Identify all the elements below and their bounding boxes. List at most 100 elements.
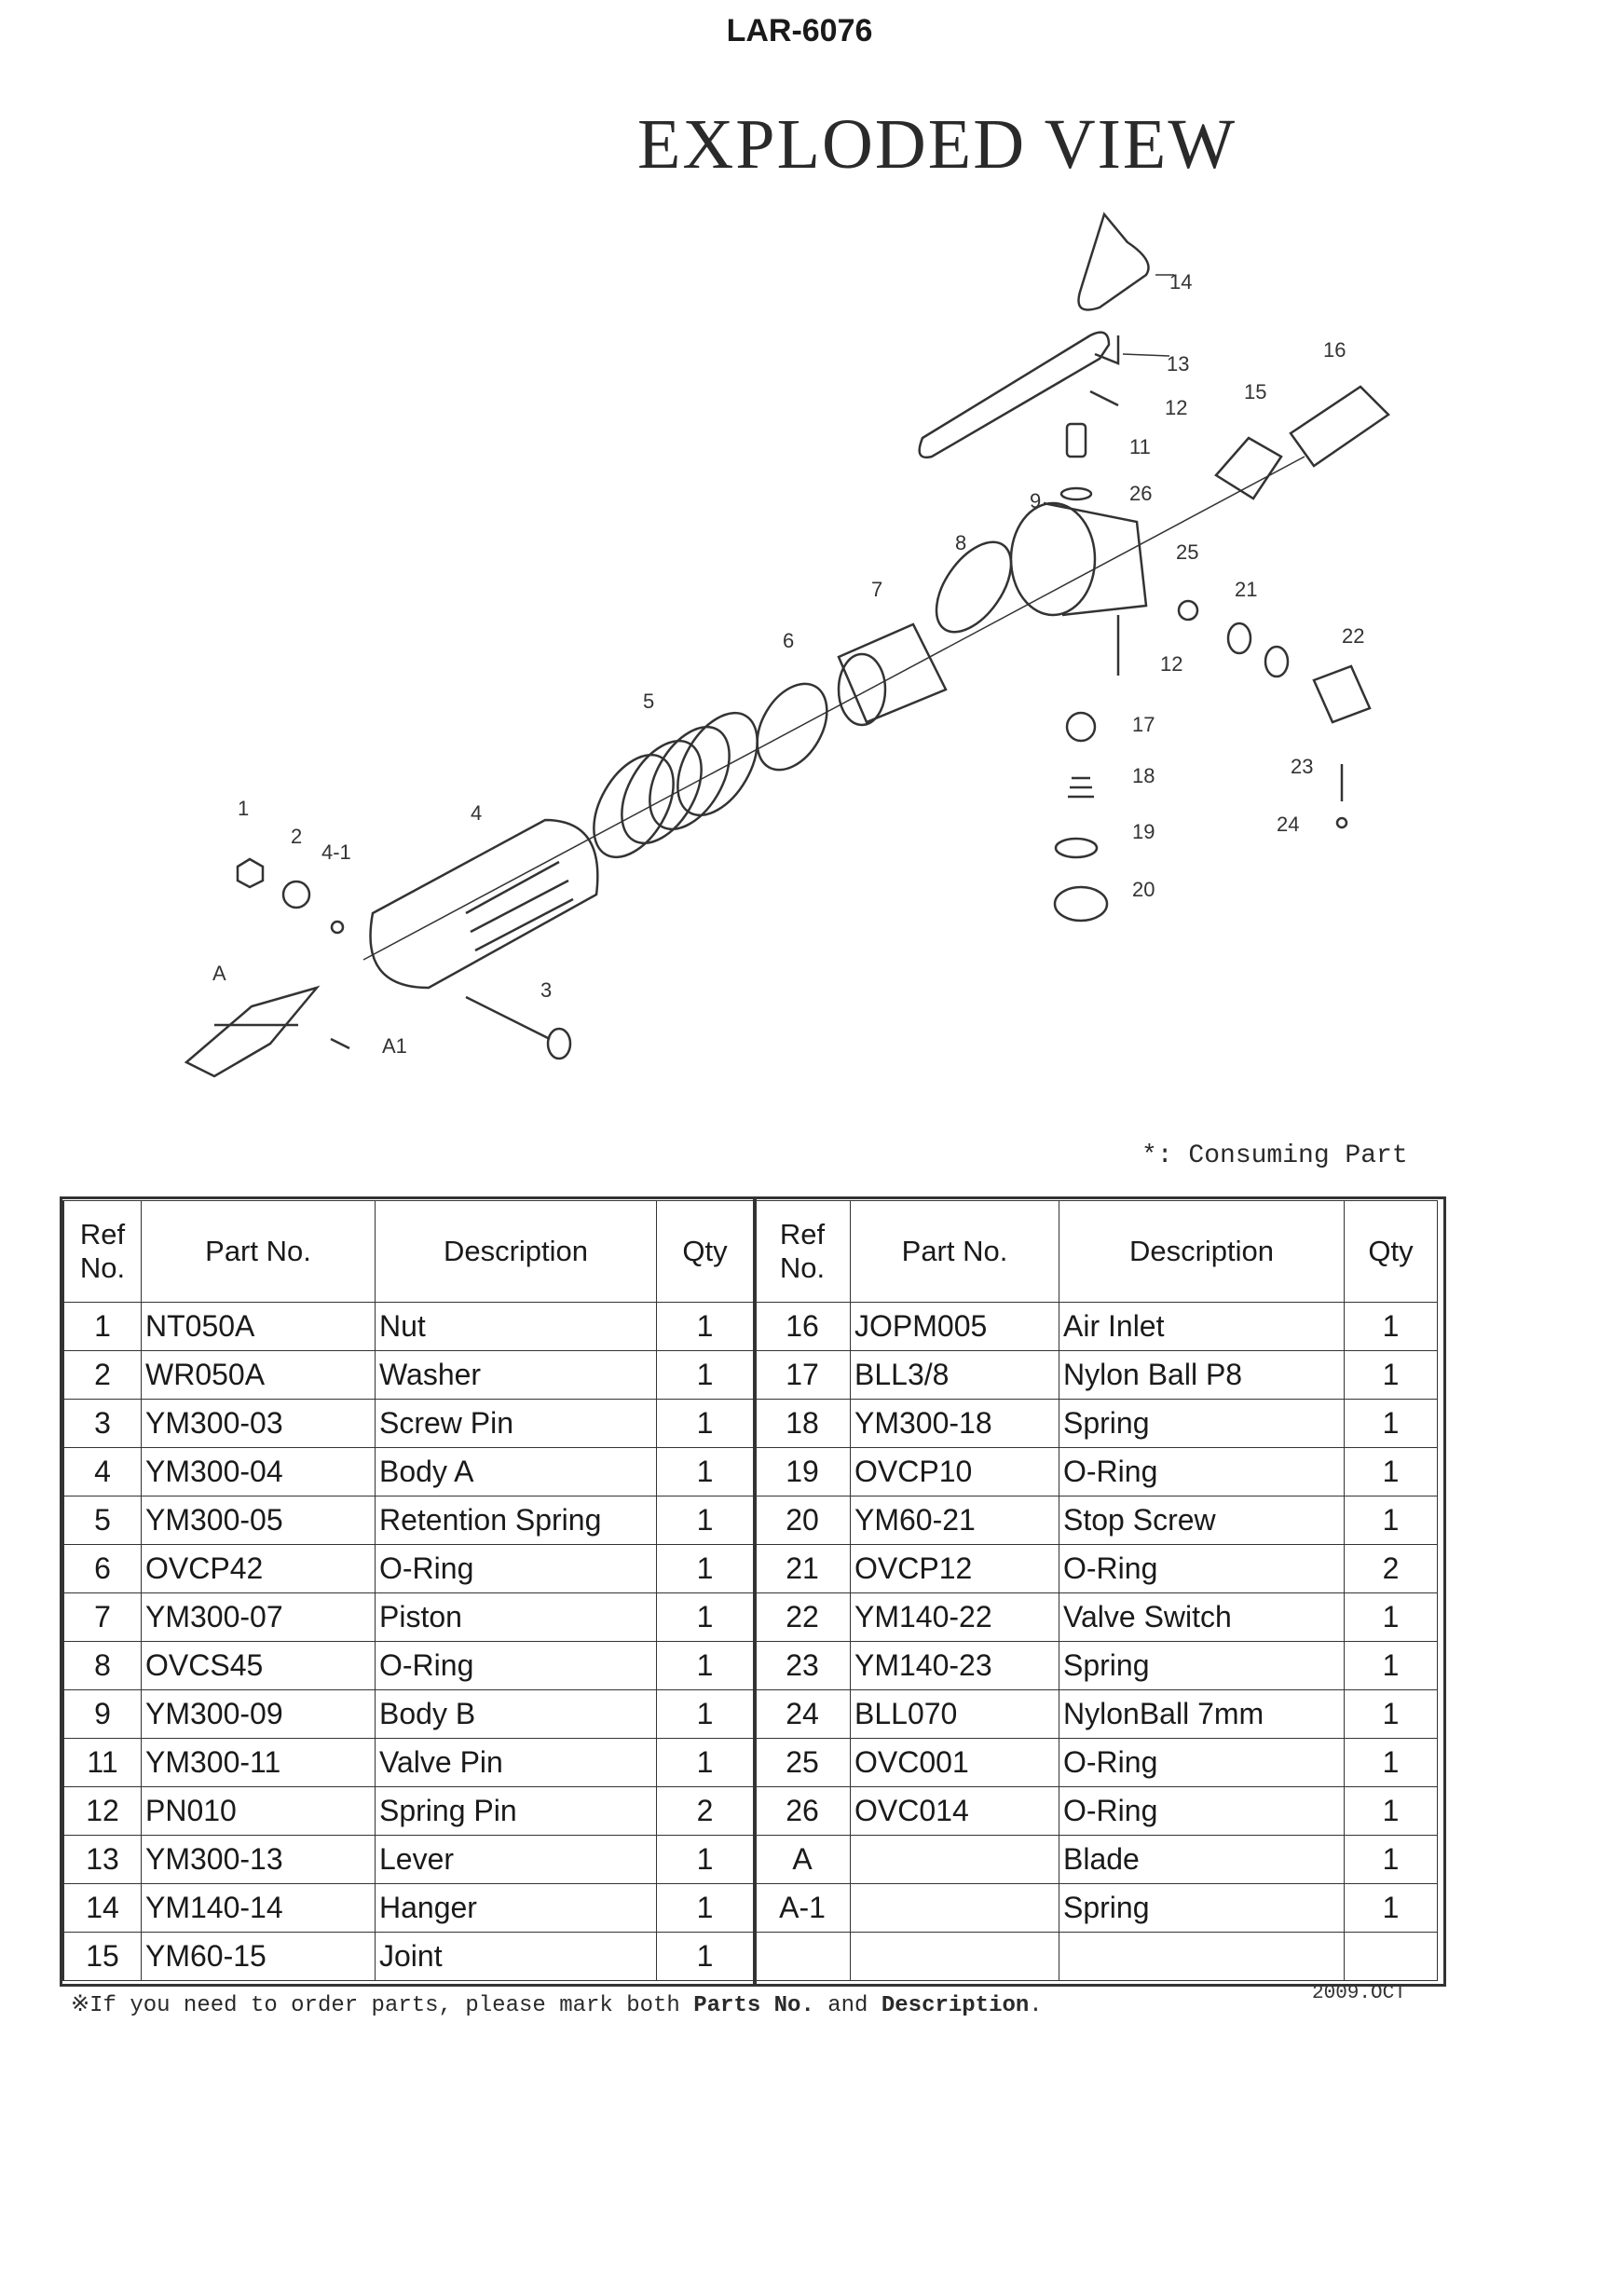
cell-part: PN010 — [141, 1786, 376, 1836]
cell-desc: Air Inlet — [1059, 1302, 1345, 1351]
exploded-view-diagram: 124-145678911121314151617181920212223242… — [184, 212, 1390, 1078]
cell-part: YM300-05 — [141, 1496, 376, 1545]
cell-part: YM300-13 — [141, 1835, 376, 1884]
cell-part: YM140-22 — [850, 1592, 1059, 1642]
callout-label: 17 — [1132, 713, 1155, 736]
cell-qty: 1 — [656, 1399, 754, 1448]
callout-label: 24 — [1277, 813, 1299, 836]
cell-part: YM300-09 — [141, 1689, 376, 1739]
order-footnote: ※If you need to order parts, please mark… — [71, 1990, 1043, 2018]
cell-desc: Valve Pin — [375, 1738, 657, 1787]
cell-ref: 9 — [62, 1689, 142, 1739]
cell-desc: O-Ring — [1059, 1447, 1345, 1496]
table-divider — [753, 1196, 757, 1987]
callout-label: A — [212, 962, 226, 985]
callout-label: 15 — [1244, 380, 1266, 403]
cell-qty: 1 — [1344, 1350, 1438, 1400]
table-header-row: Ref No. Part No. Description Qty — [62, 1200, 754, 1303]
cell-ref: 1 — [62, 1302, 142, 1351]
page-title: EXPLODED VIEW — [637, 105, 1237, 184]
air-inlet-part — [1289, 385, 1390, 468]
callout-label: A1 — [382, 1034, 407, 1058]
cell-part: WR050A — [141, 1350, 376, 1400]
cell-qty: 1 — [1344, 1689, 1438, 1739]
cell-ref: 11 — [62, 1738, 142, 1787]
callout-label: 11 — [1129, 435, 1151, 458]
cell-qty — [1344, 1932, 1438, 1981]
header-part: Part No. — [141, 1200, 376, 1303]
cell-qty: 1 — [1344, 1835, 1438, 1884]
cell-ref: 18 — [754, 1399, 851, 1448]
cell-part: OVCS45 — [141, 1641, 376, 1690]
joint-part — [1214, 436, 1283, 500]
cell-part: YM300-07 — [141, 1592, 376, 1642]
cell-ref: 24 — [754, 1689, 851, 1739]
table-header-row: Ref No. Part No. Description Qty — [754, 1200, 1438, 1303]
cell-desc: Nut — [375, 1302, 657, 1351]
callout-label: 12 — [1165, 396, 1187, 419]
callout-label: 4-1 — [321, 840, 351, 864]
cell-desc: Nylon Ball P8 — [1059, 1350, 1345, 1400]
cell-ref: 25 — [754, 1738, 851, 1787]
cell-desc: O-Ring — [1059, 1738, 1345, 1787]
callout-label: 7 — [871, 578, 882, 601]
cell-qty: 1 — [656, 1350, 754, 1400]
cell-ref: 8 — [62, 1641, 142, 1690]
callout-label: 5 — [643, 690, 654, 713]
cell-desc: O-Ring — [1059, 1786, 1345, 1836]
cell-part: BLL3/8 — [850, 1350, 1059, 1400]
cell-qty: 1 — [656, 1592, 754, 1642]
header-qty: Qty — [656, 1200, 754, 1303]
cell-desc: O-Ring — [375, 1544, 657, 1593]
cell-qty: 1 — [1344, 1447, 1438, 1496]
header-part: Part No. — [850, 1200, 1059, 1303]
cell-desc: Stop Screw — [1059, 1496, 1345, 1545]
cell-qty: 1 — [656, 1689, 754, 1739]
cell-qty: 1 — [656, 1641, 754, 1690]
cell-desc: Screw Pin — [375, 1399, 657, 1448]
consuming-part-legend: *: Consuming Part — [1141, 1141, 1408, 1170]
callout-label: 12 — [1160, 652, 1182, 676]
callout-label: 6 — [783, 629, 794, 652]
valve-switch-part — [1312, 664, 1372, 724]
cell-qty: 1 — [656, 1883, 754, 1933]
cell-part: BLL070 — [850, 1689, 1059, 1739]
cell-qty: 1 — [656, 1835, 754, 1884]
cell-desc: Lever — [375, 1835, 657, 1884]
callout-label: 1 — [238, 797, 249, 820]
cell-desc: Spring — [1059, 1399, 1345, 1448]
cell-ref: A — [754, 1835, 851, 1884]
cell-part: OVC014 — [850, 1786, 1059, 1836]
cell-desc: Spring — [1059, 1641, 1345, 1690]
cell-part: YM140-14 — [141, 1883, 376, 1933]
cell-qty: 1 — [1344, 1496, 1438, 1545]
cell-ref: 16 — [754, 1302, 851, 1351]
header-ref: Ref No. — [754, 1200, 851, 1303]
cell-ref: 14 — [62, 1883, 142, 1933]
cell-part: OVCP42 — [141, 1544, 376, 1593]
cell-qty: 1 — [656, 1738, 754, 1787]
cell-ref: 7 — [62, 1592, 142, 1642]
cell-desc: Spring — [1059, 1883, 1345, 1933]
callout-label: 20 — [1132, 878, 1155, 901]
cell-qty: 1 — [656, 1932, 754, 1981]
cell-part — [850, 1883, 1059, 1933]
cell-desc: Washer — [375, 1350, 657, 1400]
cell-desc: Body B — [375, 1689, 657, 1739]
cell-ref: 12 — [62, 1786, 142, 1836]
header-ref: Ref No. — [62, 1200, 142, 1303]
cell-part: YM300-04 — [141, 1447, 376, 1496]
cell-qty: 1 — [1344, 1641, 1438, 1690]
